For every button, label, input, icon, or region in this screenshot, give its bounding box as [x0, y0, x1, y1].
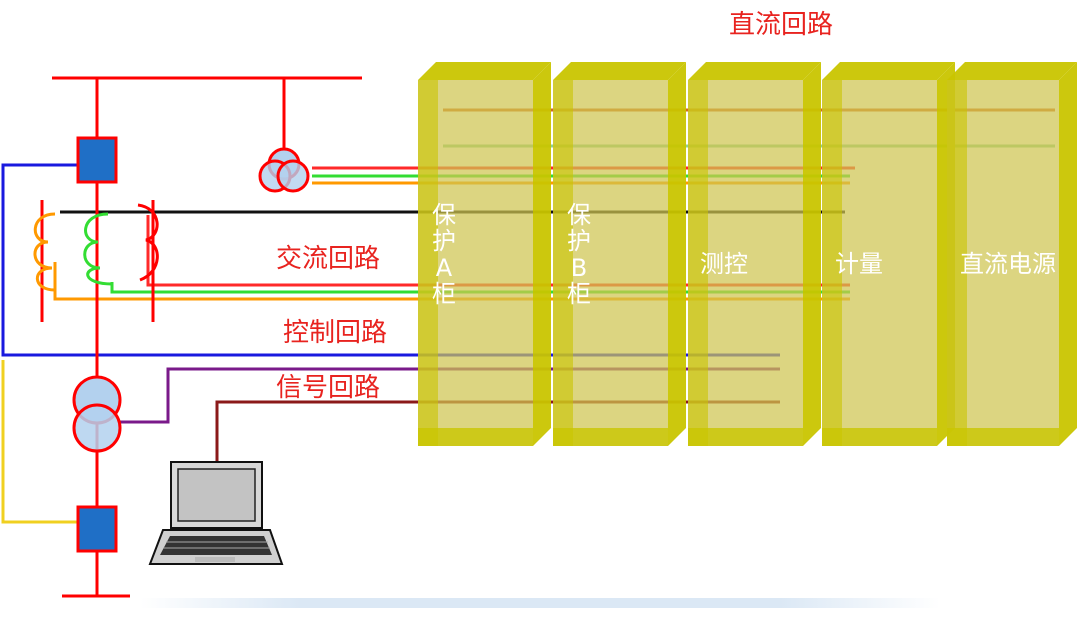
cabinet-protection-a-side: [533, 62, 551, 446]
control-wire-blue: [1, 163, 780, 357]
cabinet-protection-a-left-edge: [418, 80, 438, 446]
floor-shadow: [140, 598, 940, 608]
cabinet-dc-power: [947, 62, 1077, 446]
control-circuit-wires: [1, 163, 780, 524]
cabinet-protection-b-label: 保 护 B 柜: [566, 202, 592, 308]
cabinet-protection-a: [418, 62, 551, 446]
current-transformer-icon: [33, 200, 159, 322]
cabinet-protection-a-label: 保 护 A 柜: [431, 202, 457, 308]
cabinet-b-char-4: 柜: [567, 280, 591, 309]
signal-circuit-label: 信号回路: [276, 373, 381, 403]
cabinet-protection-b-top: [553, 62, 686, 80]
cabinet-b-char-2: 护: [567, 227, 591, 256]
cabinet-protection-a-top: [418, 62, 551, 80]
cabinet-a-char-1: 保: [432, 201, 456, 229]
ac-circuit-label: 交流回路: [276, 244, 381, 274]
cabinet-dc-power-side: [1059, 62, 1077, 446]
cabinet-protection-b-base: [553, 428, 668, 446]
cabinet-metering-top: [822, 62, 955, 80]
transformer-icon: [72, 375, 122, 453]
cabinet-measure-control-side: [803, 62, 821, 446]
cabinet-dc-power-left-edge: [947, 80, 967, 446]
control-circuit-label: 控制回路: [283, 318, 388, 348]
cabinet-metering-left-edge: [822, 80, 842, 446]
cabinet-measure-control-top: [688, 62, 821, 80]
laptop-icon: [148, 461, 284, 565]
cabinet-dc-power-label: 直流电源: [960, 250, 1056, 278]
dc-circuit-label: 直流回路: [729, 10, 834, 40]
breaker-top: [76, 136, 118, 184]
cabinet-a-char-4: 柜: [432, 280, 456, 309]
cabinet-measure-control-base: [688, 428, 803, 446]
cabinet-measure-control-label: 测控: [700, 250, 748, 278]
cabinet-measure-control: [688, 62, 821, 446]
cabinet-metering-base: [822, 428, 937, 446]
cabinet-protection-b-left-edge: [553, 80, 573, 446]
breaker-bottom: [76, 505, 118, 553]
cabinet-measure-control-left-edge: [688, 80, 708, 446]
cabinet-dc-power-base: [947, 428, 1059, 446]
cabinet-protection-b-side: [668, 62, 686, 446]
cabinet-dc-power-top: [947, 62, 1077, 80]
cabinet-protection-b: [553, 62, 686, 446]
cabinet-b-char-1: 保: [567, 201, 591, 229]
cabinet-a-char-2: 护: [432, 227, 456, 256]
cabinet-b-char-3: B: [570, 253, 588, 282]
cabinet-protection-a-base: [418, 428, 533, 446]
cabinet-metering-label: 计量: [835, 250, 883, 278]
control-wire-yellow: [1, 360, 78, 524]
cabinet-a-char-3: A: [435, 253, 453, 282]
voltage-transformer-icon: [258, 147, 310, 193]
cabinet-row: [418, 62, 1077, 446]
primary-equipment: [33, 76, 362, 598]
